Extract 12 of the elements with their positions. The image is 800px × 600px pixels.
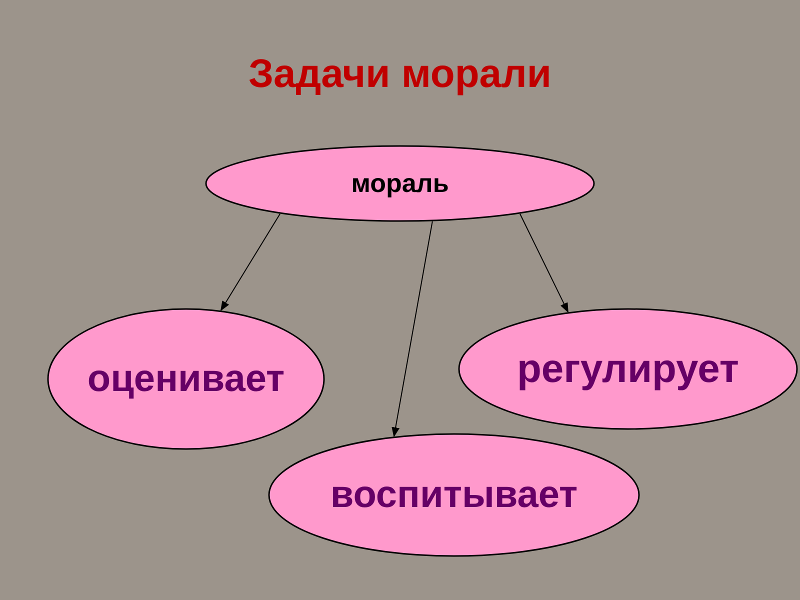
title: Задачи морали bbox=[247, 52, 553, 97]
node-label: мораль bbox=[351, 168, 449, 199]
ellipse-node bbox=[458, 308, 798, 430]
arrow bbox=[220, 213, 280, 312]
ellipse-node bbox=[205, 145, 595, 222]
node-label: оценивает bbox=[87, 358, 285, 400]
arrow bbox=[520, 213, 568, 313]
arrow bbox=[392, 220, 433, 438]
ellipse-node bbox=[268, 433, 640, 557]
ellipse-node bbox=[47, 308, 325, 450]
node-label: воспитывает bbox=[330, 474, 578, 516]
node-label: регулирует bbox=[517, 346, 739, 392]
